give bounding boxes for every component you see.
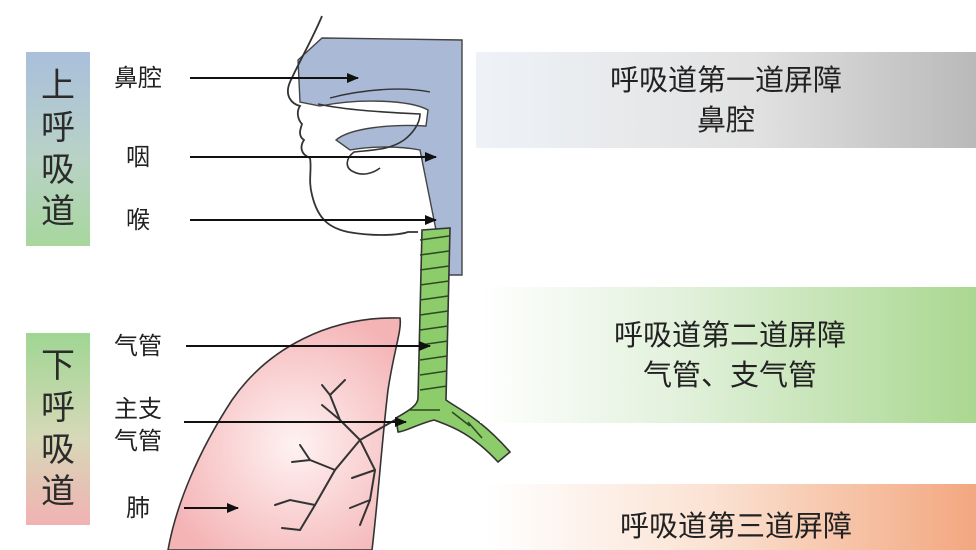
first-barrier-band: 呼吸道第一道屏障 鼻腔 bbox=[476, 52, 976, 148]
bronchial-tree bbox=[274, 379, 396, 531]
label-lung: 肺 bbox=[126, 494, 150, 522]
label-main-bronchus-line1: 主支 bbox=[114, 395, 162, 423]
lower-tract-char: 下 bbox=[41, 346, 75, 386]
upper-tract-char: 呼 bbox=[41, 108, 75, 148]
trachea-rings bbox=[410, 235, 483, 439]
label-larynx: 喉 bbox=[126, 206, 150, 234]
nasal-turbinate bbox=[329, 88, 431, 99]
second-barrier-title: 呼吸道第二道屏障 bbox=[613, 318, 846, 352]
lung-shape bbox=[167, 317, 402, 550]
label-pharynx: 咽 bbox=[126, 143, 150, 171]
palate-outline bbox=[317, 103, 421, 175]
second-barrier-detail: 气管、支气管 bbox=[642, 358, 817, 392]
label-trachea: 气管 bbox=[114, 332, 162, 360]
first-barrier-detail: 鼻腔 bbox=[696, 103, 755, 137]
first-barrier-title: 呼吸道第一道屏障 bbox=[609, 63, 842, 97]
trachea-shape bbox=[395, 227, 512, 464]
upper-airway-shape bbox=[297, 37, 463, 276]
third-barrier-title: 呼吸道第三道屏障 bbox=[619, 509, 852, 543]
lower-tract-char: 道 bbox=[41, 472, 75, 512]
upper-tract-char: 上 bbox=[41, 66, 75, 106]
label-nasal-cavity: 鼻腔 bbox=[114, 64, 162, 92]
upper-tract-char: 吸 bbox=[41, 150, 75, 190]
upper-respiratory-tract-box: 上 呼 吸 道 bbox=[26, 52, 90, 246]
second-barrier-band: 呼吸道第二道屏障 气管、支气管 bbox=[480, 287, 976, 423]
upper-tract-char: 道 bbox=[41, 192, 75, 232]
lower-tract-char: 呼 bbox=[41, 388, 75, 428]
third-barrier-band: 呼吸道第三道屏障 bbox=[486, 484, 976, 550]
lower-tract-char: 吸 bbox=[41, 430, 75, 470]
label-main-bronchus-line2: 气管 bbox=[114, 427, 162, 455]
face-profile bbox=[287, 15, 418, 236]
lower-respiratory-tract-box: 下 呼 吸 道 bbox=[26, 333, 90, 525]
